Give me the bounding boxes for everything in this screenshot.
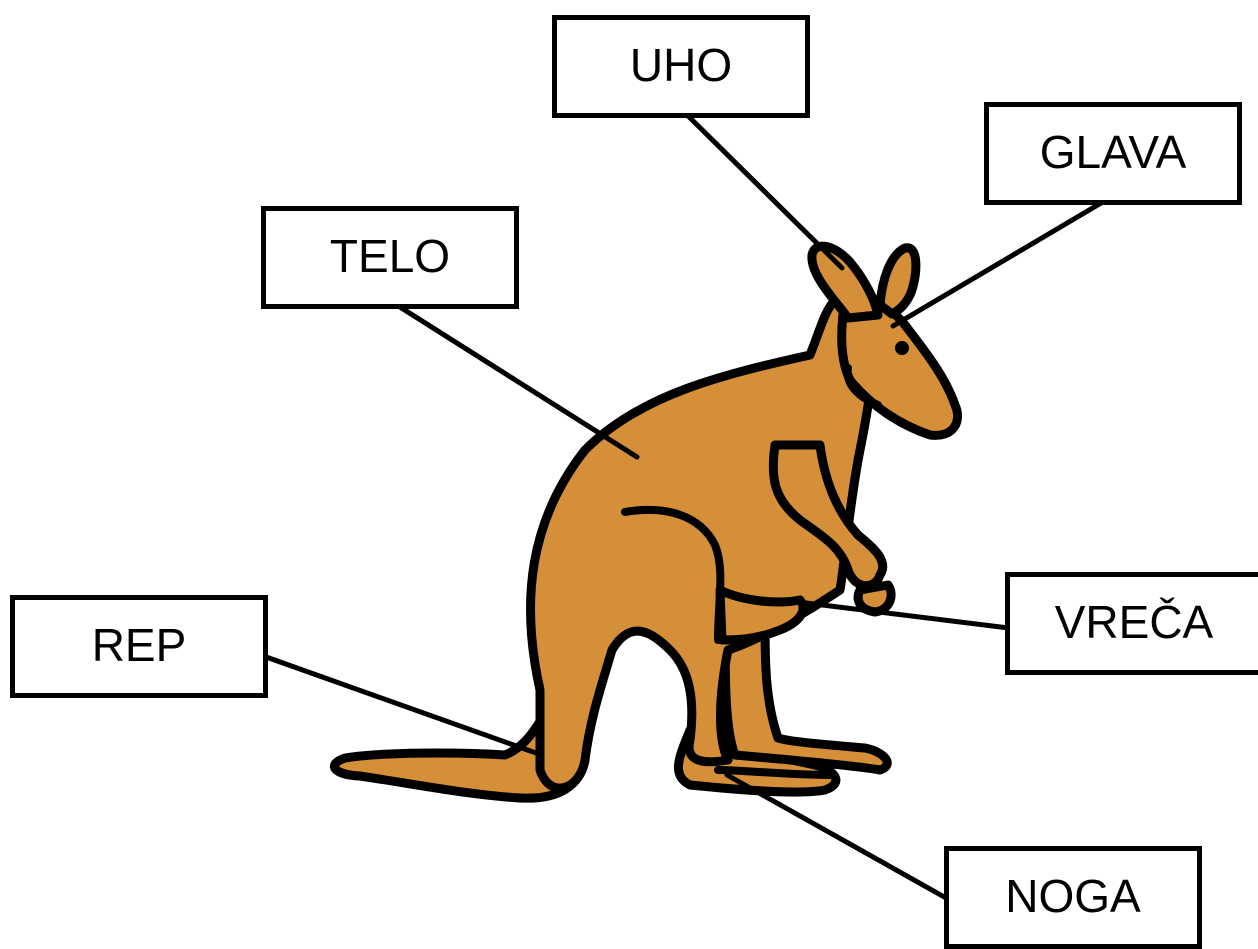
- kangaroo-illustration: [329, 241, 963, 803]
- kangaroo-pouch: [715, 585, 808, 645]
- kangaroo-tail: [329, 685, 590, 803]
- label-head: GLAVA: [984, 102, 1242, 205]
- leader-line-tail: [249, 649, 539, 756]
- label-tail: REP: [10, 595, 268, 698]
- kangaroo-details: [621, 364, 882, 779]
- leader-line-ear: [672, 100, 845, 271]
- label-pouch: VREČA: [1005, 572, 1258, 675]
- leader-line-head: [890, 190, 1121, 329]
- kangaroo-ear-right: [875, 243, 921, 319]
- label-body-text: TELO: [329, 230, 451, 282]
- label-ear: UHO: [552, 15, 810, 118]
- leader-lines: [249, 100, 1121, 906]
- label-head-text: GLAVA: [1039, 126, 1187, 178]
- leader-line-leg: [724, 772, 958, 906]
- label-leg: NOGA: [944, 846, 1202, 949]
- label-pouch-text: VREČA: [1054, 596, 1214, 648]
- leader-line-body: [378, 292, 640, 460]
- kangaroo-ear-left: [807, 241, 883, 323]
- label-tail-text: REP: [91, 619, 187, 671]
- kangaroo-body: [526, 295, 879, 793]
- label-ear-text: UHO: [629, 39, 733, 91]
- label-body: TELO: [261, 206, 519, 309]
- leader-line-pouch: [795, 599, 1020, 632]
- label-leg-text: NOGA: [1005, 870, 1141, 922]
- kangaroo-eye: [895, 341, 909, 355]
- kangaroo-far-leg: [720, 615, 892, 775]
